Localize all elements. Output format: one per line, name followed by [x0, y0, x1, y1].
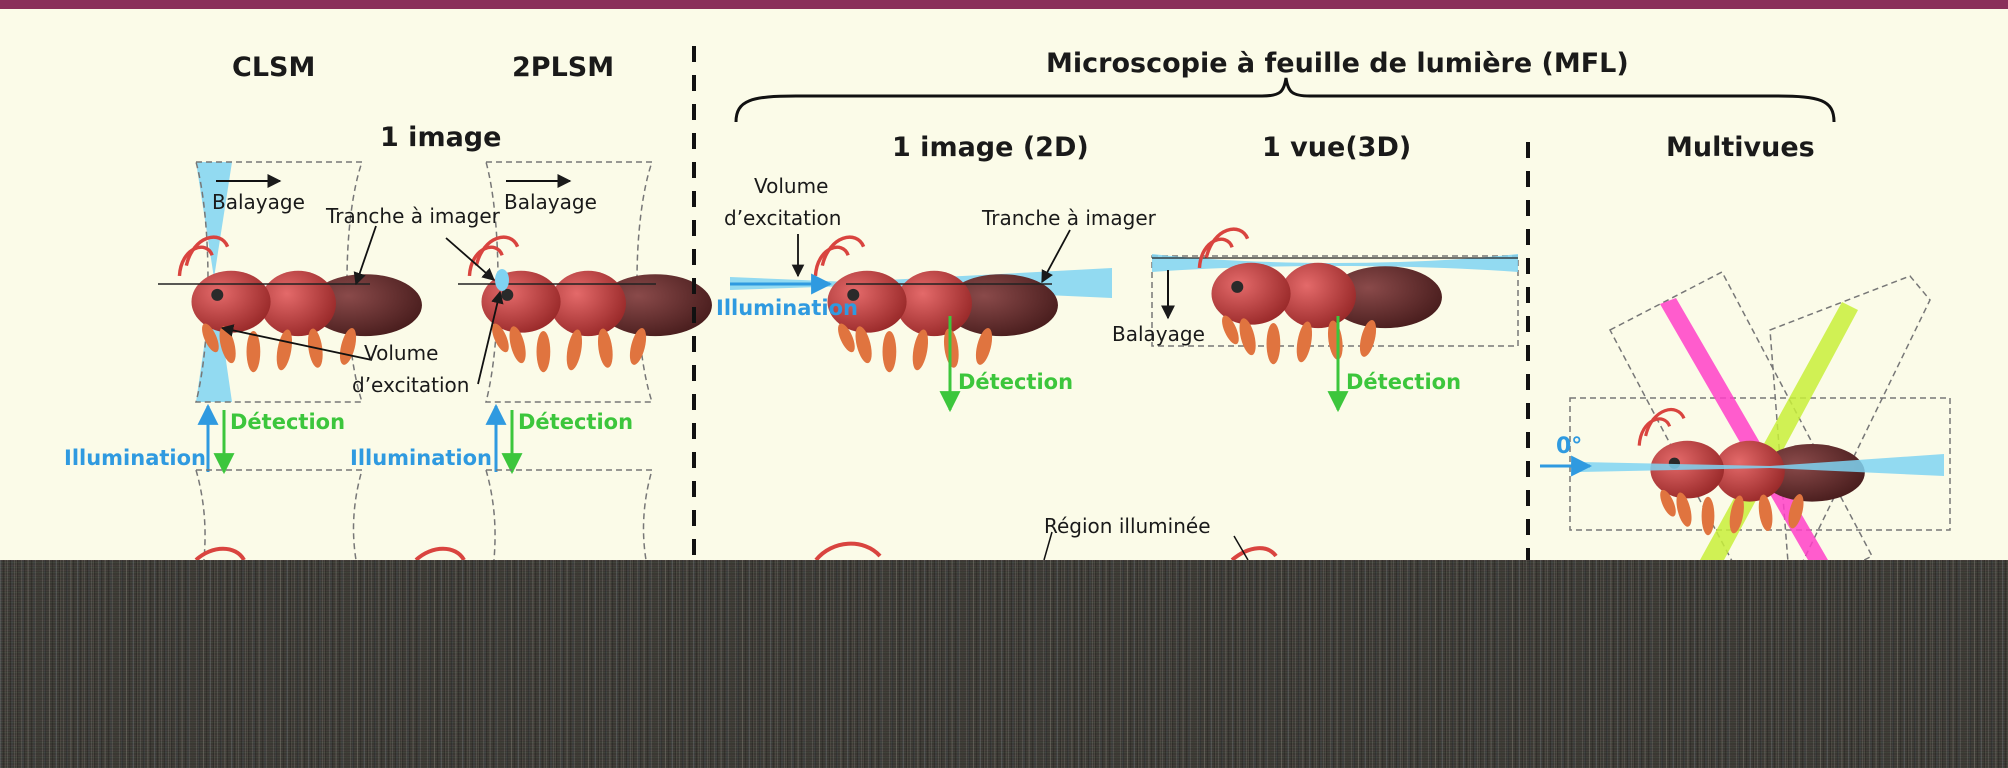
label-tranche-mfl: Tranche à imager: [982, 206, 1156, 230]
twoplsm-focal-spot: [495, 269, 509, 291]
label-detection-2plsm: Détection: [518, 410, 633, 434]
label-volume-mfl: Volume: [754, 174, 828, 198]
label-balayage-mfl-3d: Balayage: [1112, 322, 1205, 346]
heading-multiview: Multivues: [1666, 132, 1815, 163]
mfl-2d-panel: [730, 230, 1112, 560]
multiview-ant: [1639, 410, 1865, 536]
multiview-beam-yellow: [1700, 302, 1858, 560]
label-balayage-2plsm: Balayage: [504, 190, 597, 214]
label-excitation-clsm: d’excitation: [352, 373, 469, 397]
mfl-brace: [736, 78, 1834, 122]
label-detection-mfl-2d: Détection: [958, 370, 1073, 394]
mfl-3d-panel: [1152, 229, 1518, 560]
heading-mfl-3d: 1 vue(3D): [1262, 132, 1411, 163]
label-angle-zero: 0°: [1556, 434, 1582, 459]
label-balayage-clsm: Balayage: [212, 190, 305, 214]
label-detection-mfl-3d: Détection: [1346, 370, 1461, 394]
label-volume-clsm: Volume: [364, 341, 438, 365]
label-illumination-clsm: Illumination: [64, 446, 206, 470]
label-illumination-2plsm: Illumination: [350, 446, 492, 470]
heading-clsm: CLSM: [232, 52, 315, 83]
noise-band: [0, 560, 2008, 768]
label-detection-clsm: Détection: [230, 410, 345, 434]
heading-mfl-2d: 1 image (2D): [892, 132, 1089, 163]
label-region-illuminee: Région illuminée: [1044, 514, 1211, 538]
heading-one-image: 1 image: [380, 122, 501, 153]
label-excitation-mfl: d’excitation: [724, 206, 841, 230]
label-tranche-clsm: Tranche à imager: [326, 204, 500, 228]
twoplsm-ant: [469, 237, 712, 372]
mfl-3d-ant: [1199, 229, 1442, 364]
heading-mfl: Microscopie à feuille de lumière (MFL): [1046, 48, 1629, 79]
heading-2plsm: 2PLSM: [512, 52, 614, 83]
label-illumination-mfl: Illumination: [716, 296, 858, 320]
